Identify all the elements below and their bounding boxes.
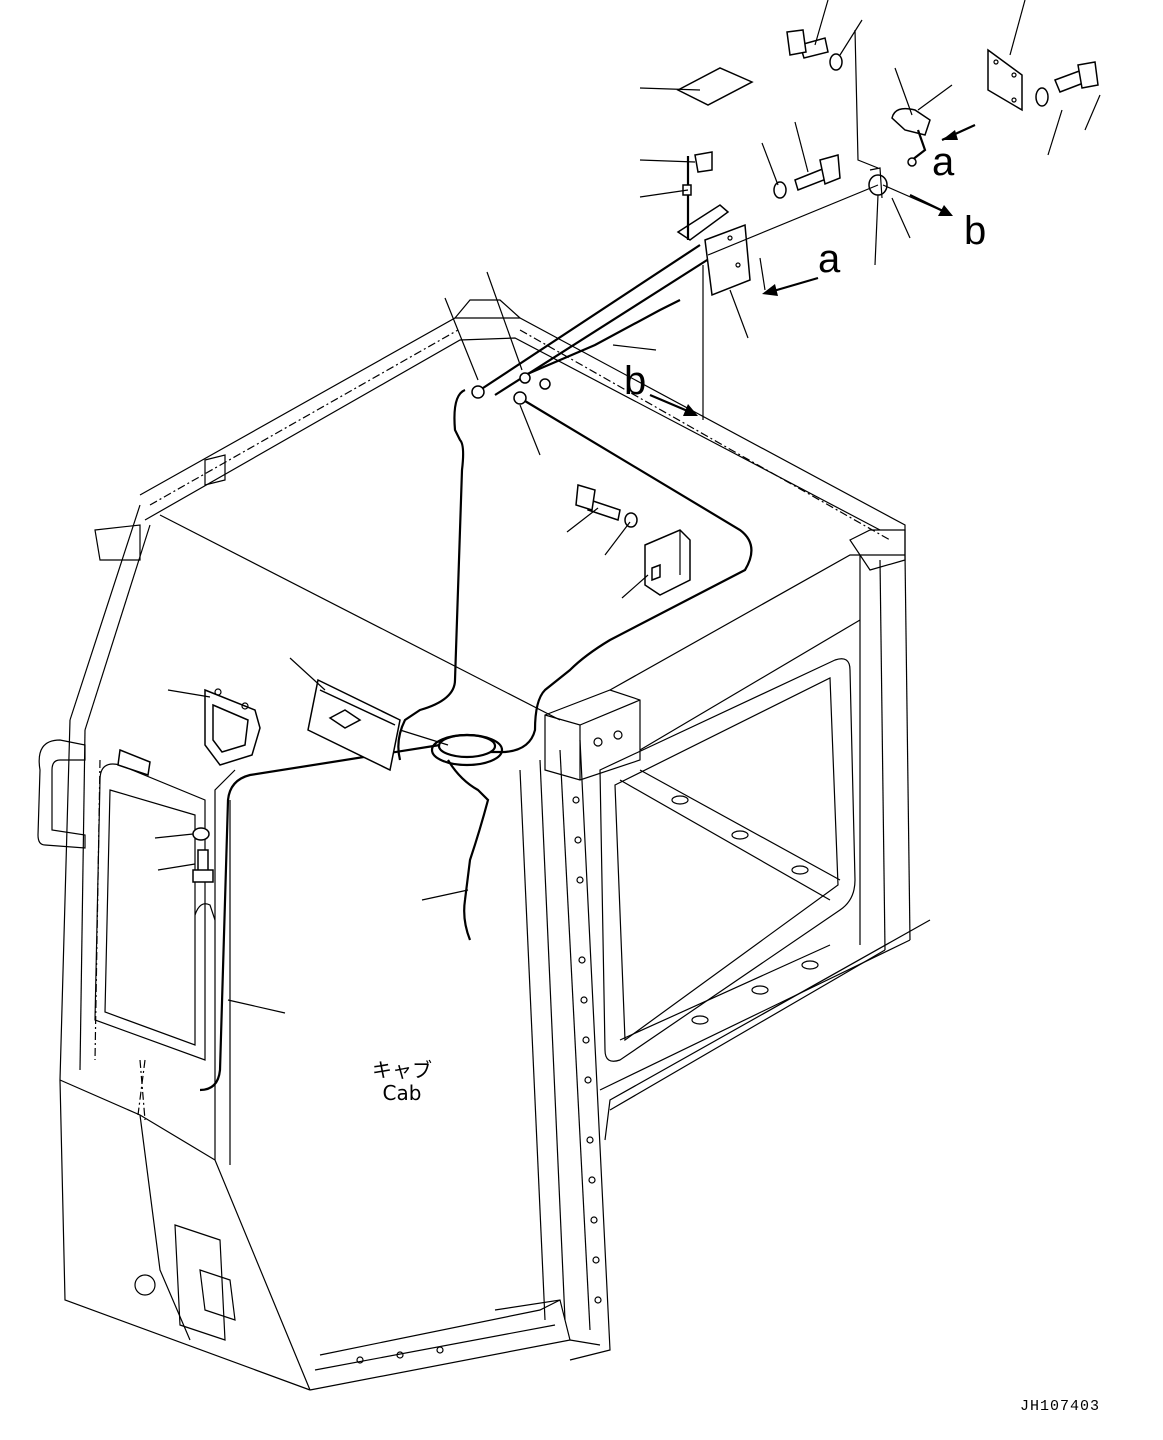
washer-3 xyxy=(1035,87,1049,107)
view-label-b-left: b xyxy=(624,359,646,403)
cab-label-jp: キャブ xyxy=(372,1058,432,1082)
figure-id: JH107403 xyxy=(1020,1398,1100,1415)
label-sticker xyxy=(676,67,754,106)
washer-2 xyxy=(829,53,843,71)
view-label-b-right: b xyxy=(964,209,986,253)
washer-1 xyxy=(773,181,787,199)
labels: a a b b キャブ Cab JH107403 xyxy=(372,140,1100,1415)
control-box xyxy=(644,529,691,596)
antenna-unit xyxy=(891,107,931,136)
connector xyxy=(694,151,713,173)
bolt-1 xyxy=(794,154,841,191)
leader-lines xyxy=(154,0,1101,1014)
view-arrows xyxy=(649,123,976,416)
cab-frame xyxy=(37,299,931,1391)
pillar-holes xyxy=(356,796,602,1364)
view-label-a-top: a xyxy=(932,140,955,184)
washer-4 xyxy=(624,512,638,528)
cab-label-en: Cab xyxy=(383,1081,422,1105)
wire-harness xyxy=(137,244,753,1116)
grab-handle xyxy=(204,688,261,766)
bolt-3 xyxy=(1054,61,1099,93)
bolt-5 xyxy=(192,849,214,883)
view-label-a-mid: a xyxy=(818,237,841,281)
speaker-panel xyxy=(307,678,401,772)
mounting-plate xyxy=(987,48,1023,112)
bolt-4 xyxy=(575,484,621,521)
washer-5 xyxy=(192,827,210,841)
bolt-2 xyxy=(786,29,829,59)
